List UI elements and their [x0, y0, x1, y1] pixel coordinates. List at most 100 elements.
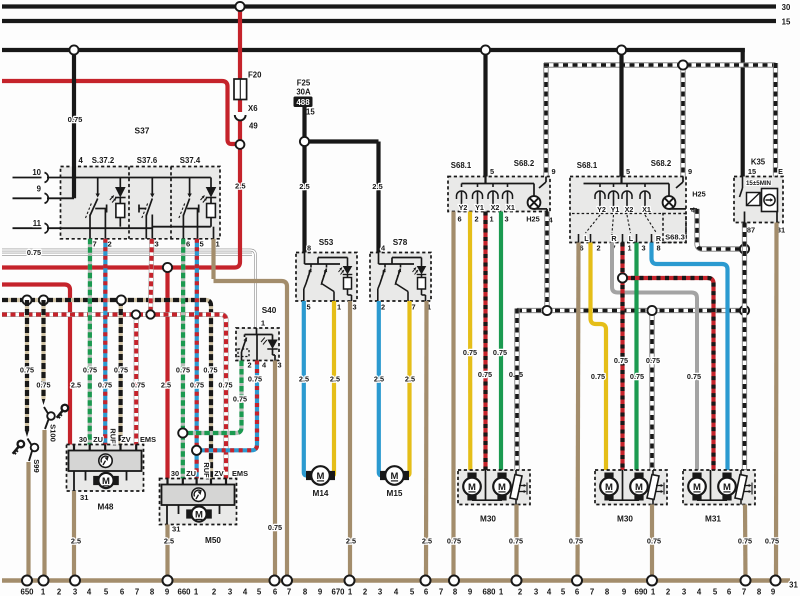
svg-text:L: L — [629, 234, 634, 243]
svg-text:1: 1 — [651, 588, 656, 596]
svg-text:7: 7 — [412, 303, 416, 312]
svg-text:R: R — [611, 234, 617, 243]
svg-text:30: 30 — [171, 469, 179, 478]
svg-text:X1: X1 — [506, 203, 515, 212]
svg-text:1: 1 — [427, 303, 431, 312]
svg-text:2: 2 — [666, 588, 671, 596]
svg-text:5: 5 — [104, 588, 109, 596]
svg-text:6: 6 — [424, 588, 429, 596]
svg-text:0.75: 0.75 — [647, 537, 661, 546]
svg-text:2: 2 — [596, 244, 600, 253]
svg-text:M14: M14 — [313, 489, 329, 498]
svg-text:49: 49 — [249, 122, 258, 131]
svg-text:Y2: Y2 — [597, 205, 606, 214]
svg-text:3: 3 — [378, 588, 383, 596]
svg-text:ZU: ZU — [186, 469, 196, 478]
svg-text:9: 9 — [468, 588, 473, 596]
svg-text:0.75: 0.75 — [765, 537, 779, 546]
svg-text:0.75: 0.75 — [630, 372, 644, 381]
svg-text:2.5: 2.5 — [372, 182, 383, 191]
svg-text:0.75: 0.75 — [463, 348, 477, 357]
svg-text:660: 660 — [177, 588, 191, 596]
svg-text:31: 31 — [777, 226, 785, 235]
svg-text:3: 3 — [228, 588, 233, 596]
svg-text:9: 9 — [688, 167, 692, 176]
svg-text:2.5: 2.5 — [71, 537, 81, 546]
svg-text:650: 650 — [20, 588, 34, 596]
svg-text:0.75: 0.75 — [68, 115, 84, 124]
svg-text:S40: S40 — [262, 306, 277, 315]
svg-text:RUF: RUF — [202, 462, 211, 478]
svg-text:S53: S53 — [319, 238, 334, 247]
svg-text:0.75: 0.75 — [248, 375, 262, 384]
svg-text:M30: M30 — [617, 515, 633, 524]
svg-text:2: 2 — [248, 361, 252, 370]
svg-text:X1: X1 — [642, 205, 651, 214]
svg-text:M: M — [317, 471, 325, 482]
svg-text:8: 8 — [150, 588, 155, 596]
svg-text:4: 4 — [691, 206, 696, 215]
svg-text:0.75: 0.75 — [36, 381, 50, 390]
svg-text:H25: H25 — [692, 190, 706, 199]
svg-text:S.37.2: S.37.2 — [92, 156, 115, 165]
svg-text:0.75: 0.75 — [27, 248, 41, 257]
svg-text:2.5: 2.5 — [161, 381, 171, 390]
svg-text:0.75: 0.75 — [20, 366, 34, 375]
svg-text:1: 1 — [261, 319, 266, 328]
svg-text:0.75: 0.75 — [569, 537, 583, 546]
svg-text:2.5: 2.5 — [405, 375, 415, 384]
svg-text:1: 1 — [348, 588, 353, 596]
svg-text:670: 670 — [331, 588, 345, 596]
svg-text:0.75: 0.75 — [447, 537, 461, 546]
svg-text:3: 3 — [682, 588, 687, 596]
svg-text:15: 15 — [748, 167, 756, 176]
svg-text:S68.3: S68.3 — [665, 233, 685, 242]
svg-text:ZV: ZV — [121, 435, 131, 444]
svg-text:EMS: EMS — [140, 435, 156, 444]
svg-text:1: 1 — [216, 240, 221, 249]
svg-text:3: 3 — [73, 588, 78, 596]
svg-text:4: 4 — [79, 156, 84, 165]
svg-text:680: 680 — [482, 588, 496, 596]
svg-text:S68.1: S68.1 — [451, 161, 472, 170]
svg-text:M: M — [605, 482, 613, 493]
svg-text:87: 87 — [747, 226, 755, 235]
svg-text:1: 1 — [489, 215, 493, 224]
svg-text:0.75: 0.75 — [203, 366, 217, 375]
svg-text:9: 9 — [552, 167, 556, 176]
svg-text:7: 7 — [135, 588, 139, 596]
svg-text:S68.2: S68.2 — [514, 159, 535, 168]
svg-text:5: 5 — [410, 588, 415, 596]
svg-text:15±5MIN: 15±5MIN — [746, 180, 772, 187]
svg-text:H25: H25 — [526, 215, 540, 224]
svg-text:ZU: ZU — [93, 435, 103, 444]
svg-text:L: L — [584, 234, 589, 243]
svg-text:F20: F20 — [248, 71, 262, 80]
svg-text:6: 6 — [579, 244, 583, 253]
svg-text:0.75: 0.75 — [493, 348, 507, 357]
svg-text:M: M — [498, 482, 506, 493]
svg-text:E: E — [778, 167, 783, 176]
svg-text:31: 31 — [789, 581, 798, 590]
svg-text:11: 11 — [33, 219, 42, 228]
svg-text:M: M — [723, 482, 731, 493]
svg-text:0.75: 0.75 — [268, 523, 282, 532]
svg-text:S99: S99 — [32, 459, 41, 473]
svg-text:Y1: Y1 — [611, 205, 620, 214]
svg-text:3: 3 — [353, 303, 357, 312]
svg-text:488: 488 — [296, 98, 310, 107]
svg-text:9: 9 — [771, 588, 776, 596]
svg-text:2: 2 — [57, 588, 62, 596]
svg-text:9: 9 — [318, 588, 323, 596]
svg-text:0.75: 0.75 — [176, 366, 190, 375]
svg-text:S78: S78 — [393, 238, 408, 247]
svg-text:4: 4 — [549, 216, 554, 225]
svg-text:31: 31 — [172, 525, 181, 534]
svg-text:7: 7 — [287, 588, 291, 596]
svg-text:4: 4 — [381, 244, 386, 253]
svg-text:2: 2 — [212, 588, 217, 596]
svg-text:4: 4 — [547, 588, 552, 596]
svg-text:M: M — [693, 482, 701, 493]
svg-text:M31: M31 — [705, 515, 721, 524]
svg-text:8: 8 — [757, 588, 762, 596]
